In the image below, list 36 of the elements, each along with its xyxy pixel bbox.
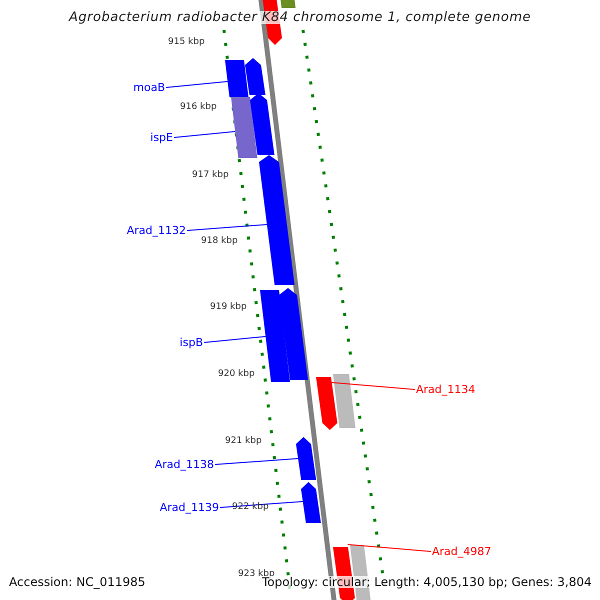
title: Agrobacterium radiobacter K84 chromosome 1, complete genome: [69, 11, 531, 24]
leader-line: [166, 81, 228, 88]
leader-line: [174, 131, 236, 138]
tick-label: 918 kbp: [201, 237, 238, 246]
gene-pentagon: [301, 482, 321, 523]
gene-label: ispB: [180, 337, 203, 348]
leader-line: [214, 458, 300, 465]
gene-pentagon: [245, 58, 266, 95]
tick-label: 919 kbp: [210, 303, 247, 312]
gene-block: [260, 290, 290, 382]
gene-label: ispE: [150, 132, 173, 143]
gene-label: Arad_4987: [432, 546, 492, 557]
gene-pentagon: [259, 155, 295, 285]
gene-label: moaB: [133, 82, 165, 93]
gene-label: Arad_1132: [126, 225, 186, 236]
leader-line: [347, 544, 432, 552]
accession-text: Accession: NC_011985: [9, 576, 146, 588]
tick-label: 917 kbp: [192, 171, 229, 180]
gene-label: Arad_1134: [416, 384, 476, 395]
gene-pentagon: [279, 288, 308, 380]
tick-label: 920 kbp: [218, 370, 255, 379]
gene-block: [333, 374, 356, 428]
topology-text: Topology: circular; Length: 4,005,130 bp; Genes: 3,804: [262, 576, 592, 588]
leader-line: [186, 224, 268, 231]
tick-label: 923 kbp: [238, 570, 275, 579]
gene-pentagon: [316, 377, 338, 430]
leader-line: [204, 336, 266, 343]
gene-label: Arad_1139: [160, 502, 219, 513]
gene-label: Arad_1138: [154, 459, 214, 470]
tick-label: 916 kbp: [180, 103, 217, 112]
leader-line: [331, 382, 416, 390]
tick-label: 921 kbp: [225, 437, 262, 446]
gene-pentagon: [296, 437, 316, 480]
gene-block: [225, 60, 248, 97]
tick-label: 915 kbp: [168, 38, 205, 47]
gene-block: [280, 0, 296, 8]
